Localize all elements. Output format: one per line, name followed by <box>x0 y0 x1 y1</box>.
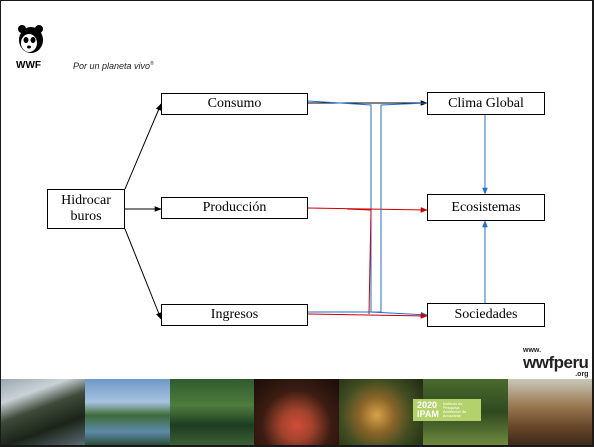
node-ecosistemas: Ecosistemas <box>427 194 545 221</box>
site-logo: www. wwfperu .org <box>523 347 589 378</box>
site-main: wwfperu <box>523 353 589 372</box>
node-hidrocarburos-label: Hidrocar buros <box>61 193 111 224</box>
photo-strip <box>1 379 592 445</box>
node-ecosistemas-label: Ecosistemas <box>451 199 521 215</box>
coast-photo <box>1 379 86 445</box>
node-consumo: Consumo <box>161 93 308 115</box>
ipam-name: IPAM <box>417 409 439 419</box>
tagline-text: Por un planeta vivo <box>73 61 151 71</box>
node-clima-global: Clima Global <box>427 92 545 115</box>
node-hidrocarburos: Hidrocar buros <box>47 189 125 229</box>
ipam-logo: 2020 IPAM Instituto de Pesquisa Ambienta… <box>413 399 481 421</box>
node-consumo-label: Consumo <box>207 96 262 111</box>
edge-hidrocarburos-ingresos <box>124 228 162 320</box>
site-suffix: .org <box>575 371 589 378</box>
site-prefix: www. <box>523 347 542 354</box>
registered-mark: ® <box>150 61 154 67</box>
panda-logo-icon: WWF <box>16 25 43 71</box>
ipam-mark: 2020 <box>417 400 438 410</box>
forest-valley-photo <box>169 379 255 445</box>
edge-produccion-ecosistemas <box>307 207 428 213</box>
ipam-text: Instituto de Pesquisa Ambiental da Amazô… <box>442 401 467 418</box>
node-produccion: Producción <box>161 197 308 219</box>
edge-consumo-sociedades <box>307 100 428 318</box>
wetland-photo <box>85 379 170 445</box>
jaguar-photo <box>338 379 424 445</box>
node-sociedades: Sociedades <box>427 303 545 327</box>
node-produccion-label: Producción <box>202 200 267 215</box>
edge-ingresos-sociedades <box>307 313 428 319</box>
child-face-photo <box>254 379 339 445</box>
node-ingresos-label: Ingresos <box>210 307 259 322</box>
edge-ingresos-clima <box>308 102 428 313</box>
node-ingresos: Ingresos <box>161 304 308 326</box>
tagline: Por un planeta vivo® <box>73 61 154 71</box>
wwf-logo-text: WWF <box>16 60 41 71</box>
edge-produccion-sociedades <box>346 208 372 315</box>
edge-hidrocarburos-consumo <box>124 103 162 190</box>
node-sociedades-label: Sociedades <box>454 307 518 322</box>
node-clima-global-label: Clima Global <box>448 95 524 111</box>
logs-people-photo <box>507 379 592 445</box>
